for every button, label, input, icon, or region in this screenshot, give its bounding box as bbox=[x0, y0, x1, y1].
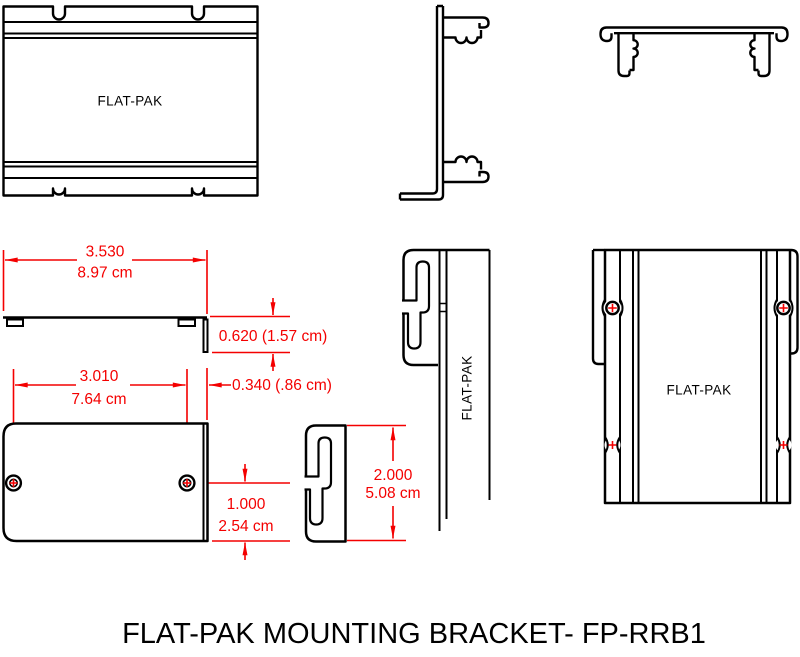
right-notch-cross bbox=[779, 441, 788, 449]
right-hole-center-mark bbox=[183, 479, 191, 487]
right-screw-pocket-arcs bbox=[773, 298, 794, 318]
profile-outer-edge bbox=[400, 6, 445, 201]
extrusion-end-profile bbox=[599, 26, 789, 78]
bracket-plate-bottom-view bbox=[2, 422, 209, 543]
bracket-plate-side-view bbox=[3, 316, 209, 353]
dim-bracket-height-cm: 5.08 cm bbox=[365, 485, 420, 502]
dim-bracket-height-in: 2.000 bbox=[374, 467, 413, 484]
dim-hole-to-edge: 1.000 2.54 cm bbox=[196, 464, 290, 560]
left-screw-pocket-arcs bbox=[601, 298, 624, 318]
profile-bottom-arm-curl bbox=[443, 155, 483, 170]
end-profile-leg-outer bbox=[617, 33, 631, 78]
side-view-panel-edge bbox=[438, 250, 448, 531]
left-notch-arcs bbox=[604, 436, 621, 454]
left-screw bbox=[601, 298, 624, 318]
profile-bottom-arm-hook bbox=[443, 170, 490, 184]
flatpak-side-view: FLAT-PAK bbox=[402, 248, 491, 531]
dim-hole-spacing-cm: 7.64 cm bbox=[71, 391, 126, 408]
plate-left-tab bbox=[6, 318, 24, 327]
dim-flange-height-text: 0.620 (1.57 cm) bbox=[219, 328, 328, 345]
front-view-body bbox=[603, 248, 792, 505]
dim-edge-offset: 0.340 (.86 cm) bbox=[206, 368, 332, 420]
front-view-label: FLAT-PAK bbox=[667, 383, 732, 398]
keyhole-slot bbox=[304, 436, 333, 526]
plate-bottom-outline bbox=[2, 422, 209, 543]
dim-hole-to-edge-in: 1.000 bbox=[227, 496, 266, 513]
dim-overall-width: 3.530 8.97 cm bbox=[2, 244, 208, 314]
extrusion-side-profile bbox=[398, 4, 490, 201]
dim-overall-width-cm: 8.97 cm bbox=[77, 265, 132, 282]
flatpak-top-outline bbox=[2, 5, 259, 197]
left-hole-outer bbox=[4, 474, 23, 492]
dim-flange-height: 0.620 (1.57 cm) bbox=[210, 298, 327, 371]
left-notch-cross bbox=[608, 441, 617, 449]
dim-hole-to-edge-cm: 2.54 cm bbox=[218, 518, 273, 535]
drawing-title: FLAT-PAK MOUNTING BRACKET- FP-RRB1 bbox=[122, 618, 706, 650]
front-left-bracket-tab bbox=[591, 250, 605, 366]
plate-end-flange bbox=[202, 318, 209, 353]
end-profile-mirrored-half bbox=[692, 26, 789, 78]
right-screw-cross bbox=[779, 303, 788, 313]
end-profile-flange-top bbox=[599, 26, 694, 43]
flatpak-top-view: FLAT-PAK bbox=[2, 5, 259, 197]
profile-inner-edge bbox=[400, 6, 439, 195]
top-view-label: FLAT-PAK bbox=[98, 94, 163, 109]
front-right-bracket-tab bbox=[789, 248, 799, 355]
right-screw bbox=[773, 298, 794, 318]
left-bottom-notch bbox=[604, 436, 621, 454]
plate-right-tab bbox=[177, 318, 196, 327]
right-hole-outer bbox=[178, 474, 196, 492]
flatpak-front-view: FLAT-PAK bbox=[591, 248, 799, 505]
left-screw-cross bbox=[608, 303, 617, 313]
flatpak-top-rib-lines bbox=[3, 21, 258, 179]
dim-overall-width-in: 3.530 bbox=[86, 244, 125, 261]
dim-hole-spacing: 3.010 7.64 cm bbox=[12, 368, 188, 475]
side-view-label: FLAT-PAK bbox=[460, 356, 475, 421]
profile-caps bbox=[398, 4, 443, 200]
end-profile-leg-curl bbox=[629, 33, 639, 72]
front-view-flange-lines bbox=[619, 250, 778, 503]
right-bottom-notch bbox=[775, 436, 792, 454]
dim-hole-spacing-in: 3.010 bbox=[80, 368, 119, 385]
keyhole-bracket-piece bbox=[304, 424, 347, 543]
side-view-slot-ticks bbox=[438, 302, 448, 313]
side-view-keyhole-slot bbox=[402, 260, 431, 350]
dim-bracket-height: 2.000 5.08 cm bbox=[347, 424, 421, 542]
left-hole-center-mark bbox=[9, 479, 18, 487]
dim-edge-offset-text: 0.340 (.86 cm) bbox=[232, 377, 332, 394]
profile-top-arm-curl bbox=[443, 30, 483, 45]
profile-top-arm-hook bbox=[443, 16, 490, 29]
